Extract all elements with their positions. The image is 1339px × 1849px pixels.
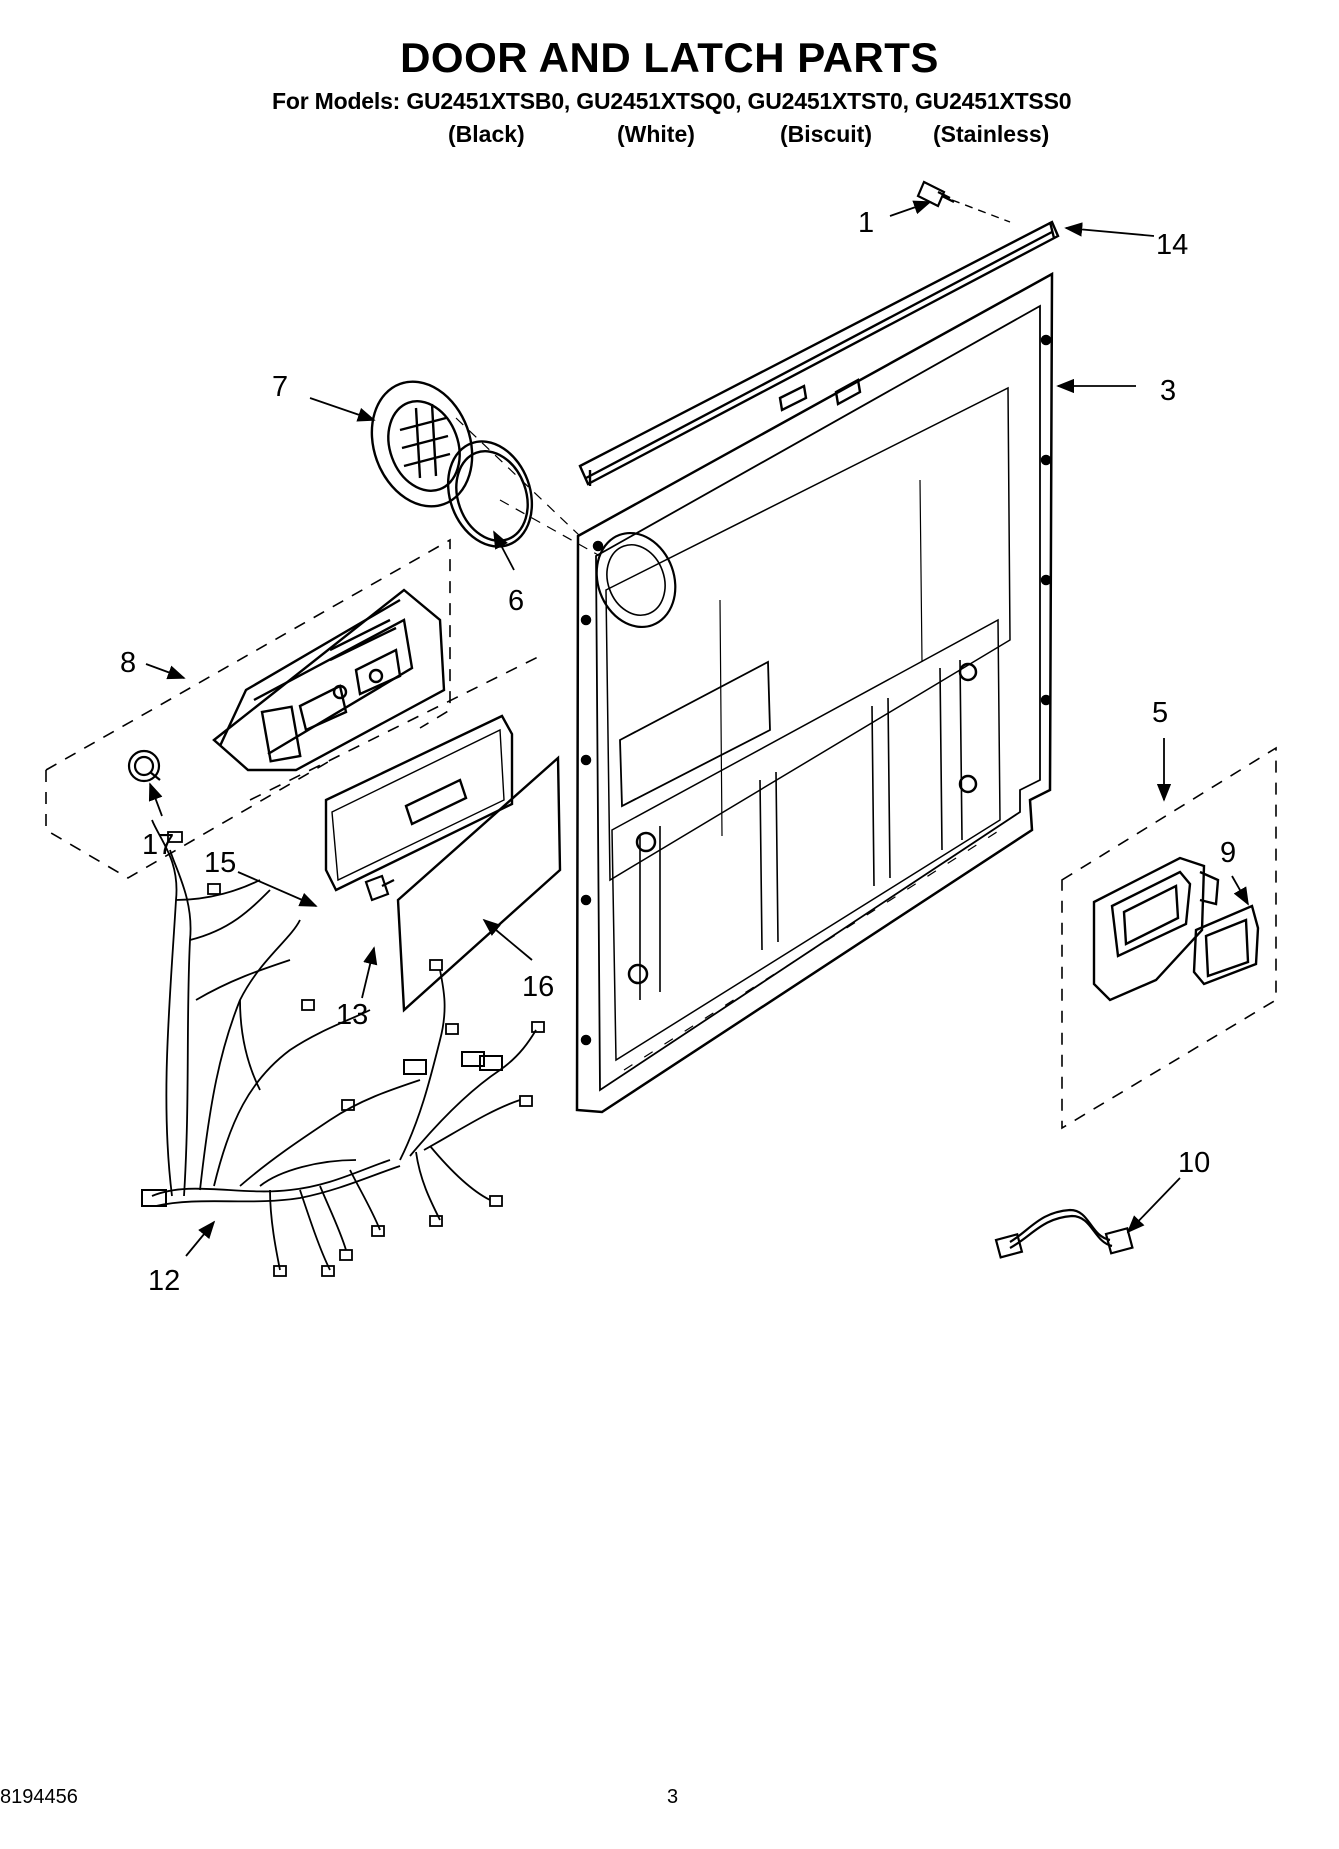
switch-bracket	[1092, 856, 1220, 1002]
seal-part-9	[1192, 904, 1260, 986]
color-black: (Black)	[448, 121, 525, 147]
wire-harness-part-12	[141, 819, 545, 1277]
top-trim-strip	[578, 220, 1060, 486]
latch-enclosure	[45, 538, 541, 879]
control-board	[324, 714, 562, 1013]
callout-9: 9	[1220, 837, 1236, 869]
inner-door-panel	[575, 271, 1054, 1114]
callout-numbers: 1 14 3 7 6 8 17 15 16 13 5 9 10 12	[120, 207, 1236, 1297]
callout-5: 5	[1152, 697, 1168, 729]
callout-14: 14	[1156, 229, 1188, 261]
color-biscuit: (Biscuit)	[780, 121, 872, 147]
callout-3: 3	[1160, 375, 1176, 407]
callout-6: 6	[508, 585, 524, 617]
callout-7: 7	[272, 371, 288, 403]
callout-16: 16	[522, 971, 554, 1003]
screw-part-13	[364, 874, 395, 902]
latch-assembly	[212, 588, 446, 772]
callout-13: 13	[336, 999, 368, 1031]
callout-12: 12	[148, 1265, 180, 1297]
document-number: 8194456	[0, 1786, 78, 1808]
vent-assembly	[370, 380, 601, 557]
color-white: (White)	[617, 121, 695, 147]
callout-17: 17	[142, 829, 174, 861]
leader-lines	[145, 200, 1249, 1257]
models-line: For Models: GU2451XTSB0, GU2451XTSQ0, GU…	[272, 88, 1072, 114]
plug-part-17	[127, 749, 161, 783]
callout-10: 10	[1178, 1147, 1210, 1179]
wire-connector-part-10	[994, 1208, 1134, 1259]
page-title: DOOR AND LATCH PARTS	[400, 34, 939, 81]
screw-part-1	[916, 180, 1011, 223]
color-stainless: (Stainless)	[933, 121, 1050, 147]
callout-1: 1	[858, 207, 874, 239]
callout-15: 15	[204, 847, 236, 879]
callout-8: 8	[120, 647, 136, 679]
page-number: 3	[667, 1786, 679, 1808]
